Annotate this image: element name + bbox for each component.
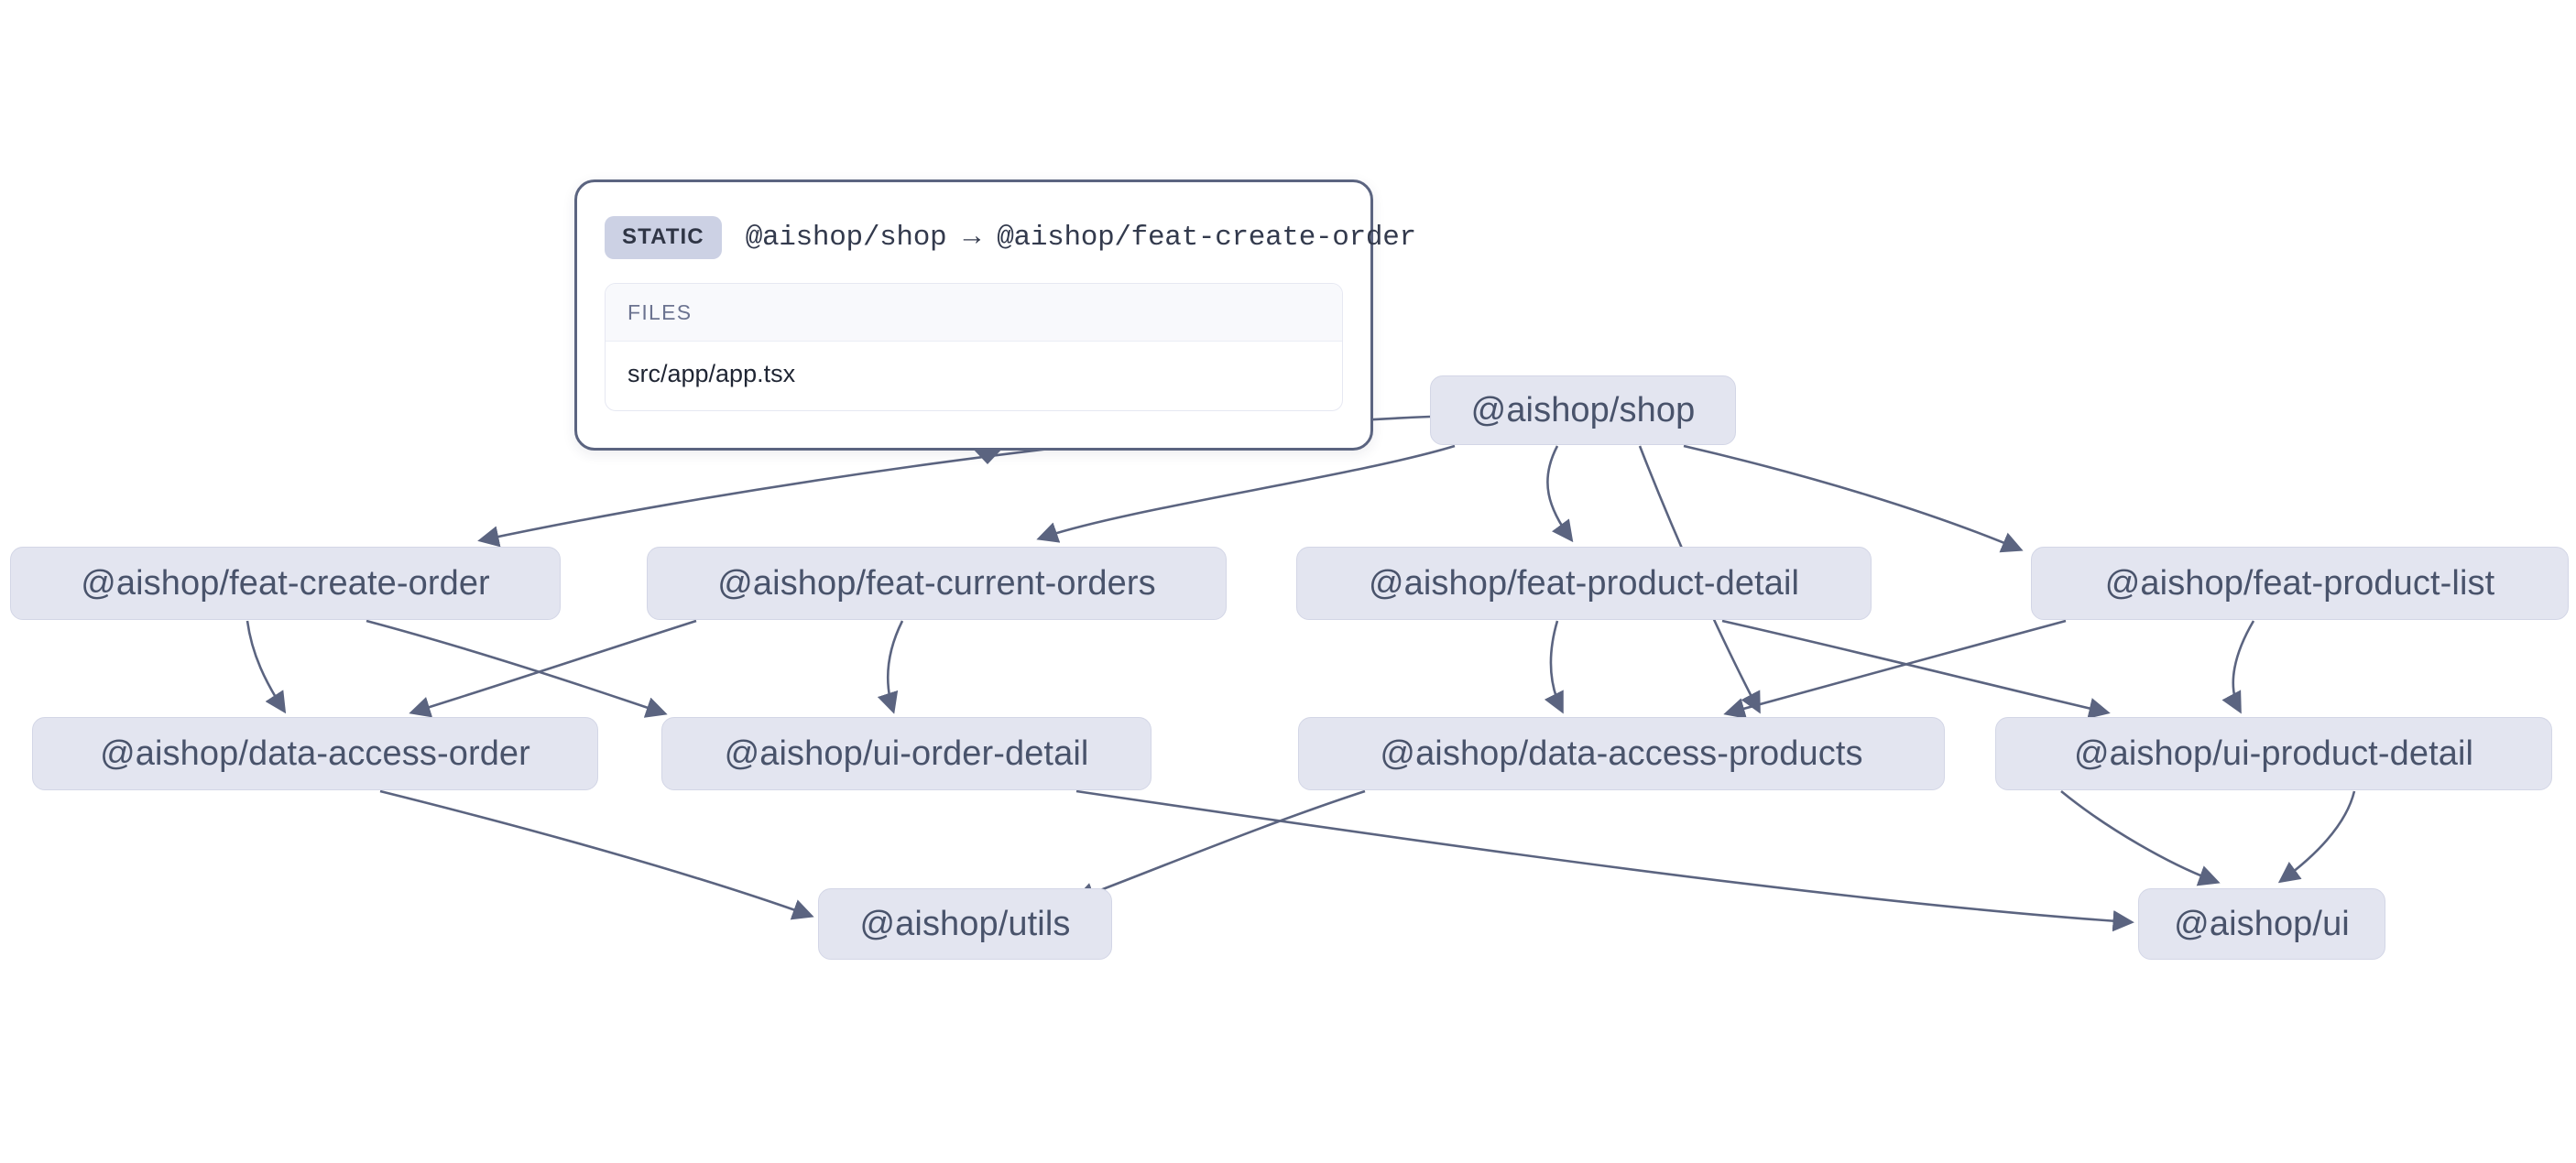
edge-shop-to-feat-product-list xyxy=(1683,444,2024,553)
edge-data-access-order-to-utils xyxy=(379,789,814,920)
edge-feat-product-list-to-ui-product-detail xyxy=(2221,620,2255,714)
graph-node-ui-order-detail[interactable]: @aishop/ui-order-detail xyxy=(661,717,1152,790)
graph-node-data-access-order[interactable]: @aishop/data-access-order xyxy=(32,717,598,790)
graph-node-ui[interactable]: @aishop/ui xyxy=(2138,888,2385,960)
edge-details-tooltip[interactable]: STATIC @aishop/shop → @aishop/feat-creat… xyxy=(574,179,1416,464)
edge-ui-product-detail-right-to-ui xyxy=(2277,790,2356,884)
graph-node-feat-current-orders[interactable]: @aishop/feat-current-orders xyxy=(647,547,1227,620)
tooltip-header: STATIC @aishop/shop → @aishop/feat-creat… xyxy=(577,182,1416,266)
edge-shop-to-feat-product-detail xyxy=(1546,445,1574,543)
edge-ui-order-detail-to-ui xyxy=(1075,789,2134,932)
edge-feat-current-orders-to-data-access-order xyxy=(409,619,697,718)
edge-shop-to-feat-current-orders xyxy=(1036,444,1456,543)
tooltip-pointer-arrow xyxy=(972,448,1003,464)
edge-data-access-products-to-utils xyxy=(1073,789,1366,904)
graph-node-shop[interactable]: @aishop/shop xyxy=(1430,375,1736,445)
edge-feat-product-detail-to-ui-product-detail xyxy=(1721,619,2111,719)
tooltip-dependency-title: @aishop/shop → @aishop/feat-create-order xyxy=(745,221,1416,254)
file-list-item[interactable]: src/app/app.tsx xyxy=(628,360,796,387)
edge-feat-product-detail-to-data-access-products xyxy=(1544,620,1564,714)
graph-node-data-access-products[interactable]: @aishop/data-access-products xyxy=(1298,717,1945,790)
graph-node-utils[interactable]: @aishop/utils xyxy=(818,888,1112,960)
edge-feat-create-order-to-ui-order-detail xyxy=(366,619,668,718)
graph-node-feat-product-list[interactable]: @aishop/feat-product-list xyxy=(2031,547,2569,620)
files-section-header: FILES xyxy=(606,284,1342,342)
edge-feat-current-orders-to-ui-order-detail xyxy=(877,620,904,714)
static-badge: STATIC xyxy=(605,215,722,259)
edge-feat-create-order-to-data-access-order xyxy=(246,620,287,714)
files-panel: FILES src/app/app.tsx xyxy=(605,283,1343,411)
graph-node-feat-product-detail[interactable]: @aishop/feat-product-detail xyxy=(1296,547,1872,620)
edge-ui-product-detail-to-ui xyxy=(2060,789,2221,886)
graph-node-ui-product-detail[interactable]: @aishop/ui-product-detail xyxy=(1995,717,2552,790)
edge-feat-product-list-to-data-access-products xyxy=(1723,619,2067,719)
graph-node-feat-create-order[interactable]: @aishop/feat-create-order xyxy=(10,547,561,620)
